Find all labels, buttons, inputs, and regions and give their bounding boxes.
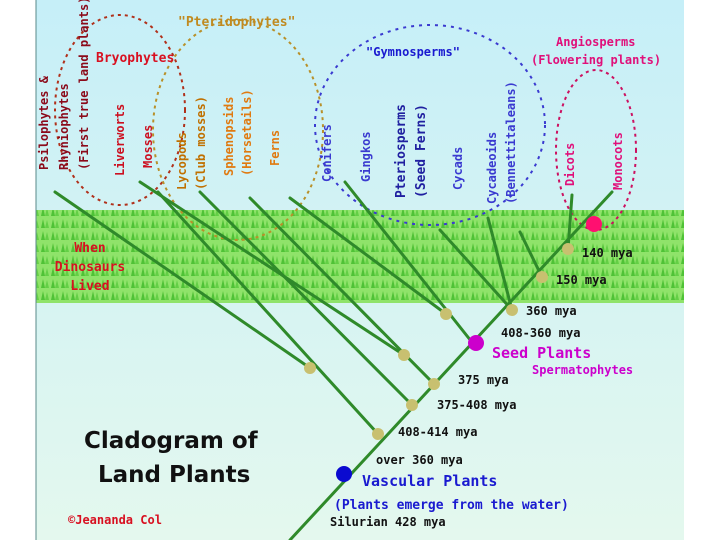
taxon-label-cycadeoids: Cycadeoids: [485, 132, 499, 204]
dinosaurs-line-2: Dinosaurs: [55, 260, 125, 275]
taxon-label-cycads: Cycads: [451, 147, 465, 190]
credit-label: ©Jeananda Col: [68, 513, 162, 527]
taxon-label-psilophytes-line-3: (First true land plants): [77, 0, 91, 170]
time-label-408-360: 408-360 mya: [501, 326, 580, 340]
taxon-label-ferns: Ferns: [268, 130, 282, 166]
node-bryophytes: [398, 349, 410, 361]
taxon-label-gingkos: Gingkos: [359, 131, 373, 182]
node-150: [536, 271, 548, 283]
taxon-label-cycadeoids-line-2: (Bennettitaleans): [504, 81, 518, 204]
pteridophytes-label: "Pteridophytes": [178, 15, 295, 30]
bryophytes-label: Bryophytes: [96, 51, 174, 66]
title-line-1: Cladogram of: [84, 428, 259, 454]
time-label-150: 150 mya: [556, 273, 607, 287]
time-label-360: 360 mya: [526, 304, 577, 318]
node-375-408: [406, 399, 418, 411]
spermatophytes-label: Spermatophytes: [532, 363, 633, 377]
taxon-label-psilophytes-line-2: Rhyniophytes: [57, 83, 71, 170]
taxon-label-sphenopsids: Sphenopsids: [222, 97, 236, 176]
time-label-140: 140 mya: [582, 246, 633, 260]
time-label-375-408: 375-408 mya: [437, 398, 516, 412]
title-line-2: Land Plants: [98, 462, 250, 488]
node-360: [506, 304, 518, 316]
silurian-label: Silurian 428 mya: [330, 515, 446, 529]
taxon-label-pteriosperms: Pteriosperms: [394, 104, 409, 198]
taxon-label-liverworts: Liverworts: [113, 104, 127, 176]
taxon-label-monocots: Monocots: [611, 132, 625, 190]
node-psilophytes: [304, 362, 316, 374]
angiosperms-sublabel: (Flowering plants): [531, 53, 661, 67]
dinosaurs-line-1: When: [74, 241, 105, 256]
vascular-time-label: over 360 mya: [376, 453, 463, 467]
taxon-label-conifers: Conifers: [320, 124, 334, 182]
taxon-label-sphenopsids-line-2: (Horsetails): [240, 89, 254, 176]
taxon-label-dicots: Dicots: [563, 143, 577, 186]
emerge-note: (Plants emerge from the water): [334, 498, 569, 513]
gymnosperms-label: "Gymnosperms": [366, 45, 460, 59]
time-label-375: 375 mya: [458, 373, 509, 387]
seed-plants-node: [468, 335, 484, 351]
vascular-plants-node: [336, 466, 352, 482]
node-conifers: [440, 308, 452, 320]
taxon-label-pteriosperms-line-2: (Seed Ferns): [414, 104, 429, 198]
vascular-plants-label: Vascular Plants: [362, 472, 497, 490]
angiosperms-label: Angiosperms: [556, 35, 635, 49]
taxon-label-mosses: Mosses: [141, 125, 155, 168]
node-375: [428, 378, 440, 390]
angiosperms-node: [586, 216, 602, 232]
taxon-label-psilophytes: Psilophytes &: [37, 75, 51, 170]
seed-plants-label: Seed Plants: [492, 344, 591, 362]
taxon-label-lycopods-line-2: (Club mosses): [194, 96, 208, 190]
taxon-label-lycopods: Lycopods: [175, 132, 189, 190]
dinosaurs-line-3: Lived: [70, 279, 109, 294]
time-label-408-414: 408-414 mya: [398, 425, 477, 439]
node-408-414: [372, 428, 384, 440]
node-140: [562, 243, 574, 255]
